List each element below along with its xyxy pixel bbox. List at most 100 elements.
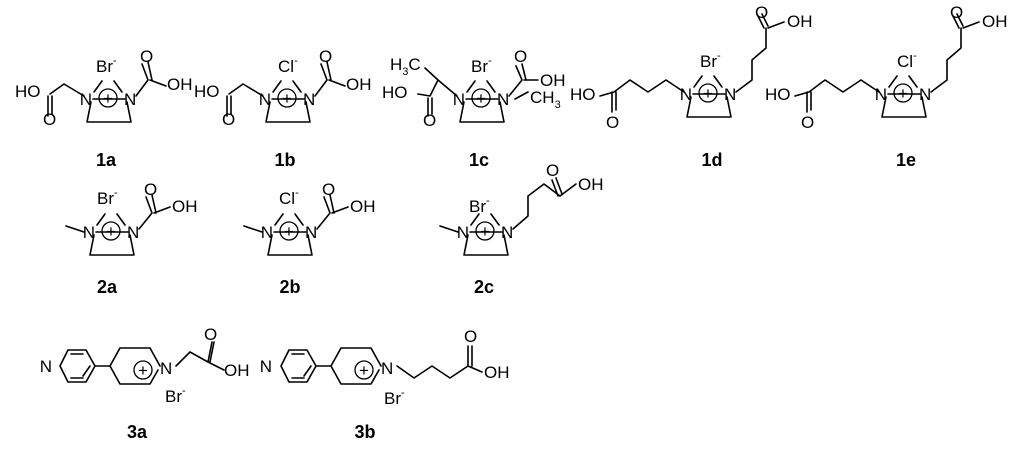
atom-o-left: O [222,110,235,129]
atom-o-right: O [755,3,768,22]
counter-anion: Cl- [278,55,298,76]
cation-circle [133,360,153,380]
cation-circle [279,221,299,241]
compound-1d: + N N HO O O OH Br- 1d [570,3,813,170]
compound-2b: + N N O OH Cl- 2b [243,180,376,297]
cation-circle [698,83,718,103]
atom-o-left: O [423,111,436,130]
atom-n-pyridine: N [260,357,272,376]
atom-n-right: N [124,90,136,109]
compound-1a: + N N HO O O OH Br- 1a [15,47,193,170]
atom-oh: OH [224,361,250,380]
cation-circle [277,88,297,108]
plus-sign: + [480,222,490,241]
plus-sign: + [103,89,113,108]
atom-n-right: N [919,85,931,104]
atom-oh-right: OH [167,75,193,94]
compound-label: 1e [896,150,916,170]
compound-label: 2c [474,277,494,297]
atom-o-right: O [950,3,963,22]
counter-anion: Br- [469,195,490,216]
counter-anion: Br- [96,55,117,76]
cation-circle [98,88,118,108]
compound-label: 1b [274,150,295,170]
counter-anion: Br- [97,187,118,208]
atom-ch3: CH3 [530,88,561,111]
atom-ho-left: HO [382,83,408,102]
atom-oh-right: OH [982,12,1008,31]
atom-ho-left: HO [15,82,41,101]
atom-o-right: O [319,47,332,66]
atom-oh-right: OH [787,12,813,31]
compound-1e: + N N HO O O OH Cl- 1e [765,3,1008,170]
plus-sign: + [284,222,294,241]
atom-n-right: N [497,90,509,109]
cation-circle [893,83,913,103]
atom-n-right: N [501,223,513,242]
cation-circle [475,221,495,241]
compound-label: 2b [279,277,300,297]
counter-anion: Cl- [897,50,917,71]
atom-ho-left: HO [570,85,596,104]
atom-n-left: N [453,90,465,109]
atom-n-plus: N [160,359,172,378]
atom-oh: OH [350,197,376,216]
counter-anion: Br- [384,387,405,408]
atom-n-right: N [303,90,315,109]
atom-o-left: O [43,110,56,129]
compound-label: 1a [96,150,117,170]
atom-o: O [464,327,477,346]
atom-h3c: H3C [390,55,421,78]
atom-ho-left: HO [765,85,791,104]
counter-anion: Br- [700,50,721,71]
plus-sign: + [476,89,486,108]
plus-sign: + [703,84,713,103]
atom-n-left: N [457,223,469,242]
compound-3b: N + N O OH Br- 3b [260,327,510,442]
compound-label: 1c [469,150,489,170]
counter-anion: Br- [165,385,186,406]
atom-n-pyridine: N [40,357,52,376]
atom-n-left: N [261,223,273,242]
plus-sign: + [282,89,292,108]
atom-oh: OH [172,197,198,216]
atom-o: O [144,180,157,199]
compound-label: 2a [97,277,118,297]
atom-n-left: N [680,85,692,104]
atom-n-right: N [127,223,139,242]
atom-n-left: N [259,90,271,109]
plus-sign: + [106,222,116,241]
cation-circle [101,221,121,241]
atom-oh-right: OH [346,75,372,94]
atom-o-left: O [801,113,814,132]
atom-n-left: N [80,90,92,109]
counter-anion: Br- [471,55,492,76]
atom-n-left: N [83,223,95,242]
atom-o-right: O [140,47,153,66]
cation-circle [354,360,374,380]
compound-label: 1d [701,150,722,170]
cation-circle [471,88,491,108]
atom-o-left: O [606,113,619,132]
compound-1c: + N N H3C HO O O OH CH3 Br- 1c [382,47,566,170]
compound-label: 3a [127,422,148,442]
atom-oh-right: OH [540,71,566,90]
counter-anion: Cl- [279,187,299,208]
plus-sign: + [138,361,148,380]
atom-ho-left: HO [194,82,220,101]
atom-o: O [322,180,335,199]
atom-n-right: N [724,85,736,104]
compound-2a: + N N O OH Br- 2a [65,180,198,297]
atom-n-left: N [875,85,887,104]
compound-2c: + N N O OH Br- 2c [439,161,604,297]
atom-oh: OH [484,363,510,382]
atom-n-right: N [305,223,317,242]
compound-1b: + N N HO O O OH Cl- 1b [194,47,372,170]
plus-sign: + [898,84,908,103]
plus-sign: + [359,361,369,380]
compound-3a: N + N O OH Br- 3a [40,325,250,442]
atom-o: O [204,325,217,344]
atom-o-right: O [514,47,527,66]
atom-oh: OH [578,175,604,194]
